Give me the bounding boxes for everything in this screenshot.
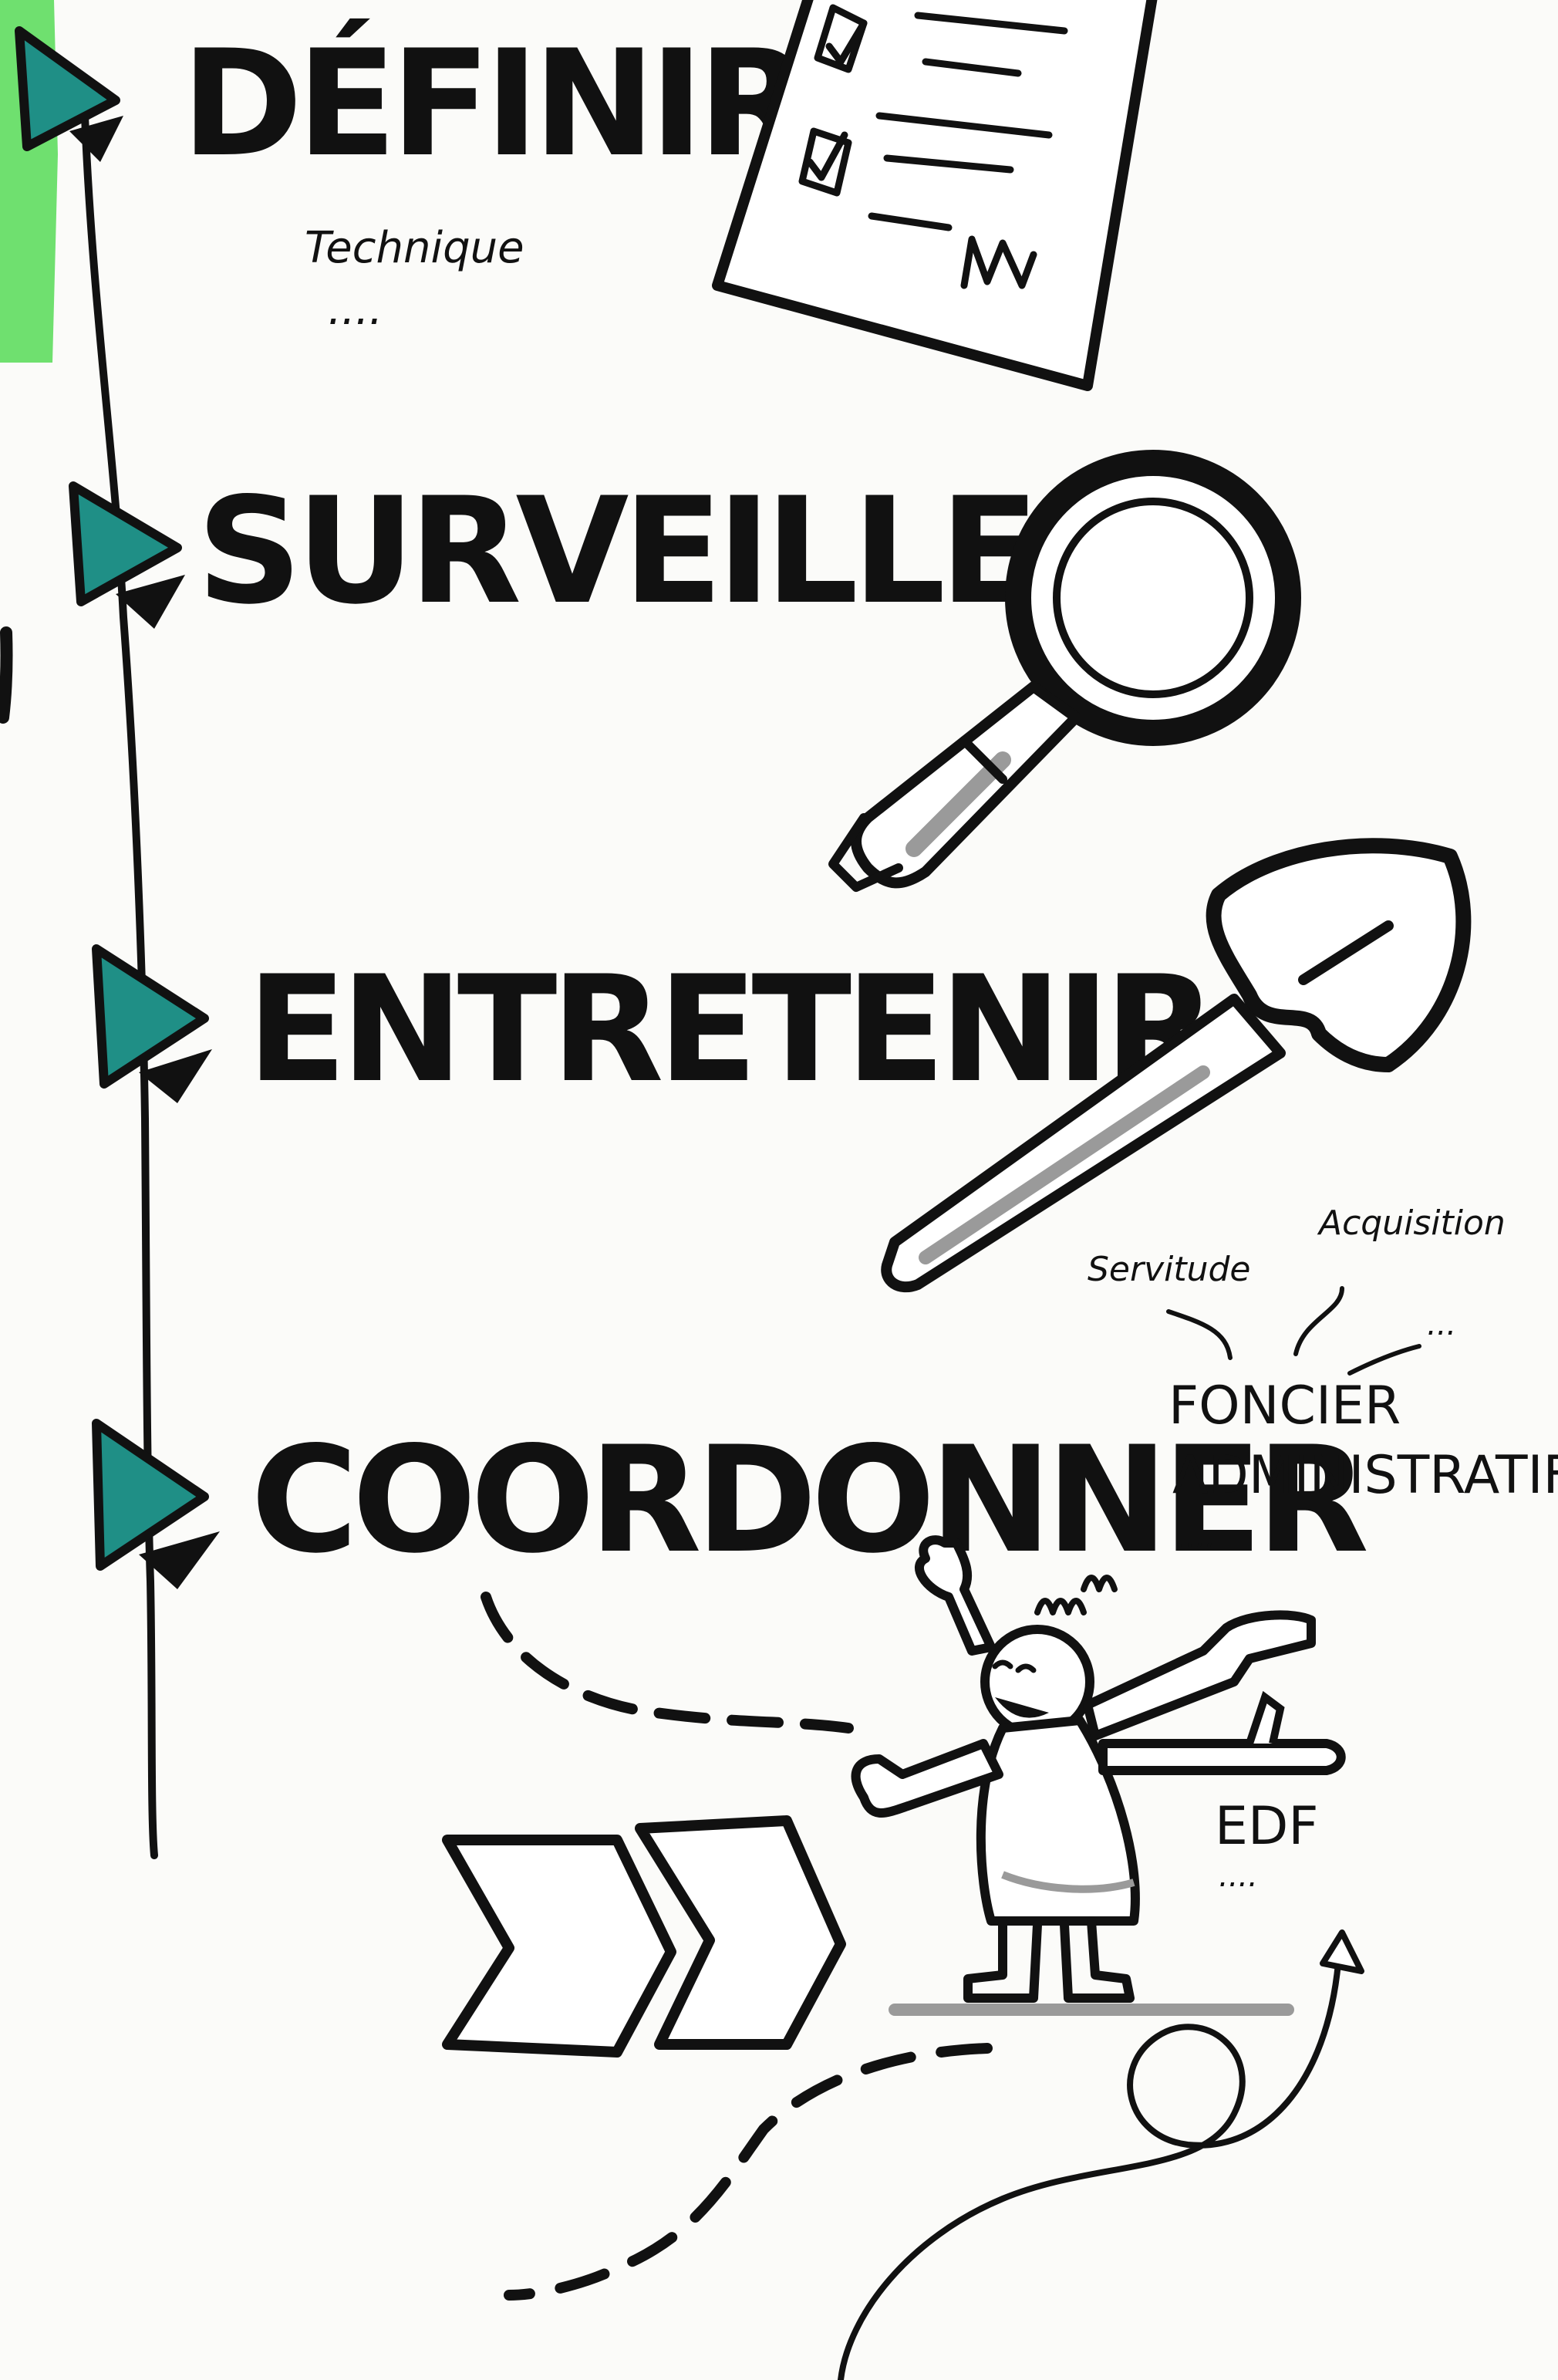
step-note-technique: Technique <box>305 223 524 273</box>
shovel-icon <box>881 838 1472 1293</box>
branch-more: ... <box>1427 1307 1456 1342</box>
branch-servitude: Servitude <box>1088 1250 1251 1289</box>
double-chevron-arrow-icon <box>442 1815 846 2058</box>
edge-stroke <box>0 626 13 724</box>
dashed-path-lower <box>504 2043 993 2301</box>
label-administratif: ADMINISTRATIF <box>1172 1445 1558 1506</box>
checklist-document-icon <box>712 0 1158 391</box>
step-title-definir: DÉFINIR <box>181 18 808 189</box>
label-edf: EDF <box>1215 1796 1318 1857</box>
step-note-more: .... <box>328 285 383 335</box>
label-foncier: FONCIER <box>1168 1376 1401 1436</box>
step-marker-2 <box>69 481 185 629</box>
step-marker-4 <box>92 1419 220 1589</box>
loop-arrow-icon <box>838 1929 1364 2380</box>
step-marker-1 <box>15 26 123 162</box>
step-marker-3 <box>92 944 212 1103</box>
step-title-surveiller: SURVEILLER <box>197 466 1144 636</box>
label-admin-more: .... <box>1176 1519 1216 1555</box>
label-edf-more: .... <box>1219 1858 1258 1894</box>
step-title-entretenir: ENTRETENIR <box>247 944 1215 1115</box>
person-juggling-icon <box>851 1535 1346 2016</box>
branch-acquisition: Acquisition <box>1317 1204 1506 1243</box>
dashed-path <box>481 1592 854 1734</box>
coordination-notes: Servitude Acquisition ... FONCIER ADMINI… <box>1088 1204 1558 1894</box>
step-title-coordonner: COORDONNER <box>251 1415 1367 1585</box>
timeline-line <box>81 112 158 1859</box>
magnifying-glass-icon <box>828 450 1301 892</box>
